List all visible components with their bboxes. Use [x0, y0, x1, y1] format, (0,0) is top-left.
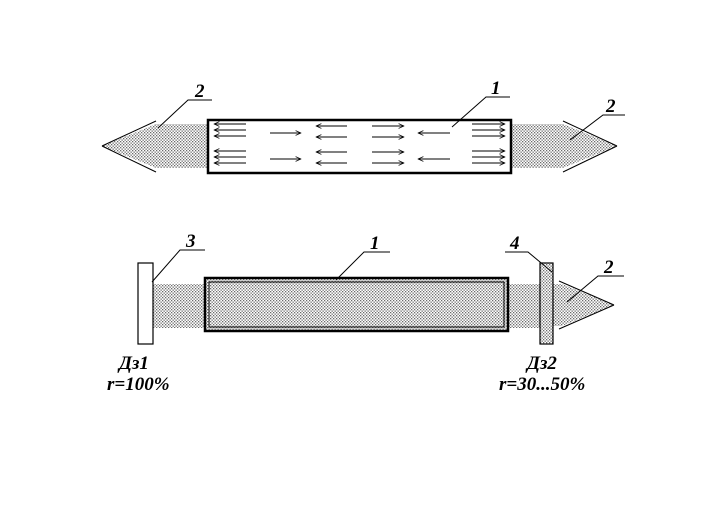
beam-left-edge-lower — [101, 145, 157, 173]
beam-out — [541, 284, 614, 326]
leader-mirror-left — [151, 249, 205, 283]
leader-beam-out — [566, 275, 624, 303]
beam-out-edge-upper — [558, 280, 615, 306]
label-top-beam-left: 2 — [194, 81, 205, 102]
label-beam-out: 2 — [603, 257, 614, 278]
beam-right — [511, 124, 617, 168]
beam-right-edge-upper — [562, 120, 618, 147]
leader-top-amplifier — [451, 96, 510, 128]
photon-arrows — [214, 124, 505, 163]
label-mirror-left: 3 — [185, 231, 196, 252]
caption-mirror-left-name: Дз1 — [117, 353, 149, 374]
leader-bottom-amplifier — [335, 251, 390, 281]
caption-mirror-right-name: Дз2 — [525, 353, 557, 374]
mirror-left — [137, 262, 154, 345]
top-scheme: 1 2 2 — [101, 78, 625, 175]
caption-mirror-left-reflectivity: r=100% — [107, 374, 170, 395]
label-top-amplifier: 1 — [491, 78, 501, 99]
beam-out-edge-lower — [558, 304, 615, 330]
bottom-scheme: 3 1 4 2 Дз1 r=100% Дз2 r=30...50% — [107, 231, 624, 395]
active-medium-bottom-inner — [208, 281, 505, 328]
label-top-beam-right: 2 — [605, 96, 616, 117]
leader-mirror-right — [505, 251, 553, 273]
beam-right-edge-lower — [562, 145, 618, 173]
active-medium-bottom — [203, 276, 510, 333]
beam-left-edge-upper — [101, 120, 157, 147]
label-mirror-right: 4 — [509, 233, 520, 254]
mirror-right — [539, 262, 554, 345]
caption-mirror-right-reflectivity: r=30...50% — [499, 374, 585, 395]
leader-top-beam-right — [569, 114, 625, 141]
beam-left — [102, 124, 208, 168]
leader-top-beam-left — [157, 99, 212, 129]
label-bottom-amplifier: 1 — [370, 233, 380, 254]
active-medium-top — [206, 118, 513, 175]
